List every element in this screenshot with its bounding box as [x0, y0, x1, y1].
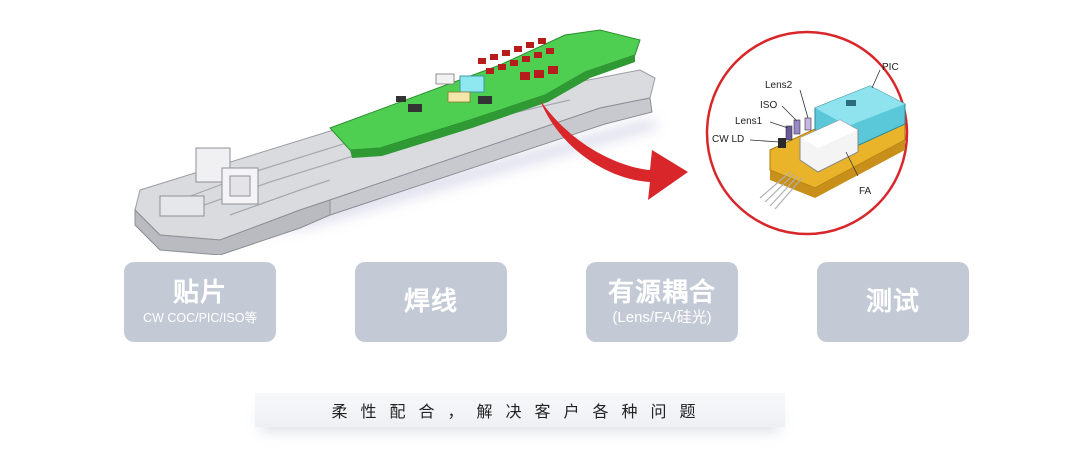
- label-lens2: Lens2: [765, 80, 793, 91]
- tagline-background: [255, 393, 785, 427]
- label-fa: FA: [859, 186, 872, 197]
- optical-module-housing: [134, 69, 656, 255]
- label-lens1: Lens1: [735, 116, 763, 127]
- step-active-coupling-title: 有源耦合: [607, 278, 716, 308]
- step-mounting-title: 贴片: [172, 278, 227, 308]
- step-mounting: 贴片 CW COC/PIC/ISO等: [124, 262, 276, 342]
- tagline-text: 柔性配合，解决客户各种问题: [331, 402, 709, 421]
- pointer-arrow: [540, 100, 688, 200]
- step-wire-bonding: 焊线: [355, 262, 507, 342]
- step-wire-bonding-title: 焊线: [403, 287, 458, 317]
- step-active-coupling-subtitle: (Lens/FA/硅光): [612, 309, 712, 326]
- pcb-board: [329, 29, 641, 158]
- step-mounting-subtitle: CW COC/PIC/ISO等: [143, 311, 257, 325]
- label-cw-ld: CW LD: [712, 134, 744, 145]
- step-active-coupling: 有源耦合 (Lens/FA/硅光): [586, 262, 738, 342]
- zoom-callout: PIC Lens2 ISO Lens1 CW LD FA: [705, 30, 909, 236]
- module-illustration: PIC Lens2 ISO Lens1 CW LD FA: [134, 29, 909, 255]
- label-iso: ISO: [760, 100, 777, 111]
- step-testing-title: 测试: [865, 287, 920, 317]
- label-pic: PIC: [882, 62, 899, 73]
- step-testing: 测试: [817, 262, 969, 342]
